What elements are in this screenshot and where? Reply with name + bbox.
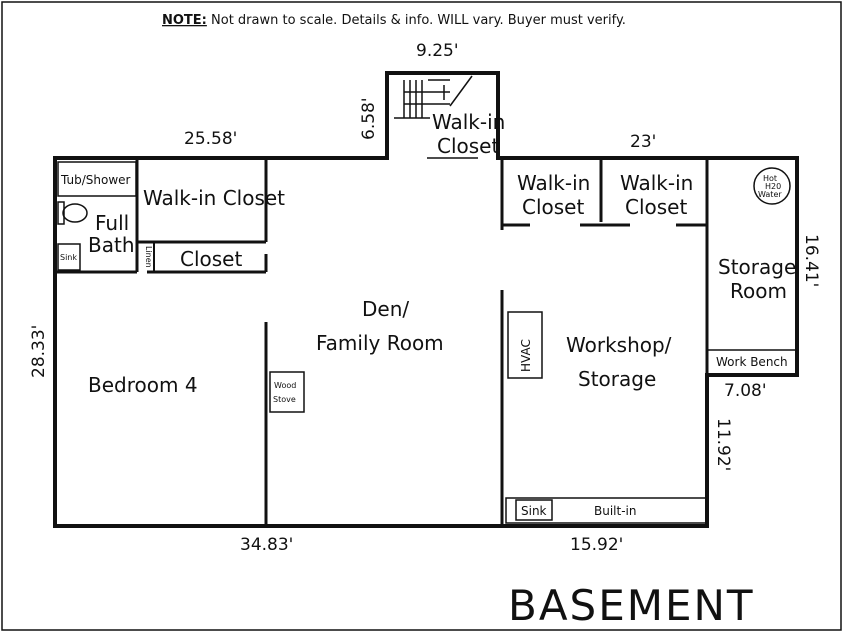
wood-stove-label-2: Stove	[273, 395, 296, 404]
water-heater-icon	[753, 167, 791, 205]
dim-bottom-right-width: 15.92'	[570, 535, 623, 555]
hvac-unit	[507, 311, 543, 379]
closet-label: Closet	[180, 247, 242, 271]
tub-shower-label: Tub/Shower	[60, 173, 131, 187]
hot-water-label-2: H20	[765, 182, 781, 191]
plan-title: BASEMENT	[508, 581, 755, 630]
workshop-sink-fixture	[515, 499, 553, 521]
walkin-b-label-2: Closet	[625, 195, 687, 219]
dim-storage-step: 7.08'	[724, 381, 767, 401]
exterior-walls	[53, 71, 799, 528]
storage-room-label-1: Storage	[718, 255, 796, 279]
dim-stair-width: 9.25'	[416, 41, 459, 61]
dim-bottom-left-width: 34.83'	[240, 535, 293, 555]
workshop-sink-label: Sink	[521, 504, 547, 518]
dim-left-height: 28.33'	[29, 325, 49, 378]
built-in-label: Built-in	[594, 504, 636, 518]
disclaimer-note: NOTE: Not drawn to scale. Details & info…	[162, 13, 626, 28]
hvac-label: HVAC	[519, 339, 533, 372]
dim-lower-right-height: 11.92'	[713, 418, 733, 471]
hot-water-label-1: Hot	[763, 174, 777, 183]
toilet-icon	[62, 203, 88, 223]
stair-closet-label-1: Walk-in	[432, 110, 505, 134]
bath-sink-fixture	[57, 243, 81, 271]
bedroom-label: Bedroom 4	[88, 373, 198, 397]
bath-sink-label: Sink	[60, 253, 77, 262]
dim-stair-depth: 6.58'	[359, 97, 379, 140]
workshop-label-2: Storage	[578, 367, 656, 391]
wood-stove-label-1: Wood	[274, 381, 296, 390]
full-bath-label-2: Bath	[88, 233, 135, 257]
den-label-2: Family Room	[316, 331, 444, 355]
dim-top-right-width: 23'	[630, 132, 656, 152]
walkin-a-label-2: Closet	[522, 195, 584, 219]
dim-right-height: 16.41'	[801, 234, 821, 287]
walkin-closet-left-label: Walk-in Closet	[143, 186, 285, 210]
note-text: Not drawn to scale. Details & info. WILL…	[207, 13, 626, 28]
hot-water-label-3: Water	[758, 190, 782, 199]
storage-room-label-2: Room	[730, 279, 787, 303]
interior-walls	[55, 158, 797, 526]
workshop-label-1: Workshop/	[566, 333, 672, 357]
dim-top-left-width: 25.58'	[184, 129, 237, 149]
stairs	[394, 75, 473, 119]
stair-closet-label-2: Closet	[437, 134, 499, 158]
walkin-a-label-1: Walk-in	[517, 171, 590, 195]
full-bath-label-1: Full	[95, 211, 129, 235]
linen-label: Linen	[144, 246, 153, 268]
tub-shower-fixture	[57, 161, 137, 197]
built-in-counter	[505, 497, 707, 524]
note-prefix: NOTE:	[162, 13, 207, 28]
walkin-b-label-1: Walk-in	[620, 171, 693, 195]
work-bench-label: Work Bench	[716, 355, 788, 369]
den-label-1: Den/	[362, 297, 409, 321]
wood-stove-fixture	[269, 371, 305, 413]
toilet-tank	[57, 201, 65, 225]
